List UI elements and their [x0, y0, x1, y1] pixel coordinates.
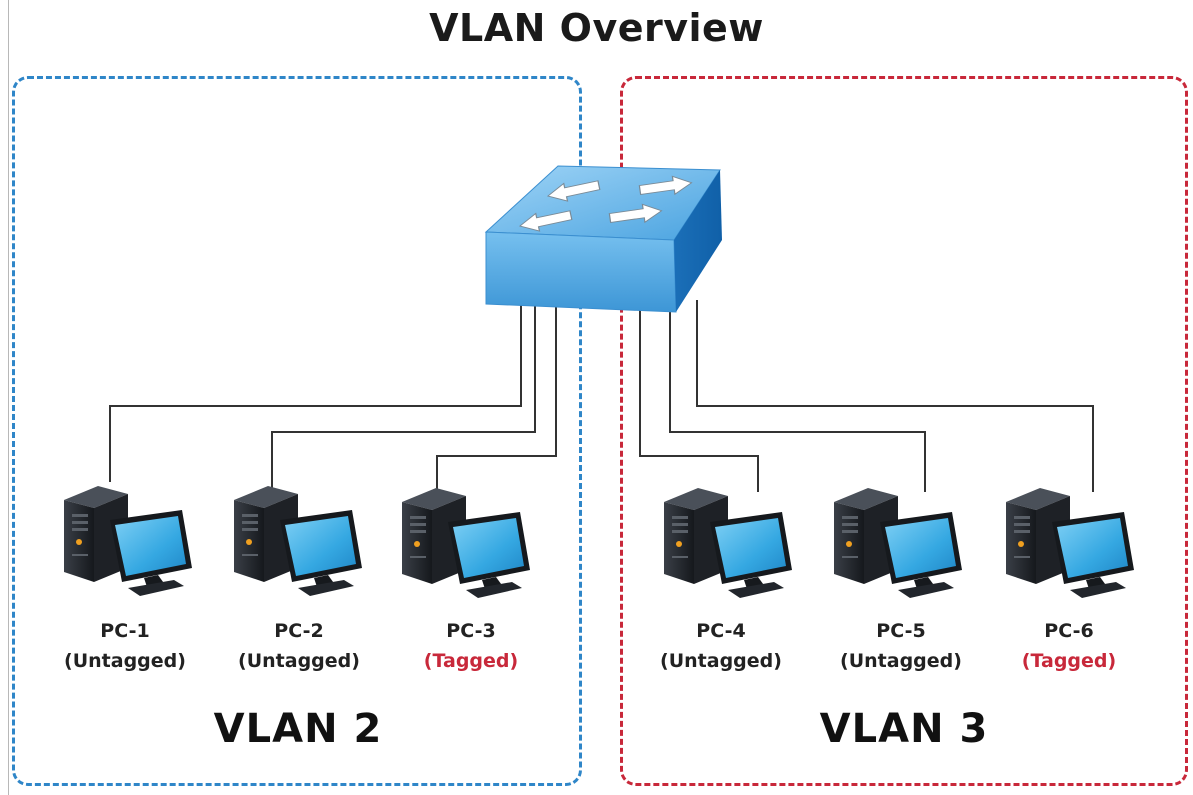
- pc-2-label: PC-2 (Untagged): [214, 616, 384, 676]
- pc-6-label: PC-6 (Tagged): [984, 616, 1154, 676]
- cable-pc-5: [669, 302, 926, 492]
- pc-3-label: PC-3 (Tagged): [386, 616, 556, 676]
- pc-1-label: PC-1 (Untagged): [40, 616, 210, 676]
- vlan-3-zone: [620, 76, 1188, 786]
- cable-pc-1: [109, 300, 522, 482]
- pc-3-computer-icon: [402, 488, 530, 598]
- pc-name: PC-6: [1044, 620, 1094, 642]
- pc-6-computer-icon: [1006, 488, 1134, 598]
- pc-mode: (Untagged): [840, 650, 962, 672]
- diagram-title: VLAN Overview: [429, 6, 764, 50]
- left-rule: [8, 0, 9, 795]
- vlan-2-zone: [12, 76, 582, 786]
- pc-5-label: PC-5 (Untagged): [816, 616, 986, 676]
- pc-mode: (Tagged): [1021, 650, 1117, 672]
- vlan-2-label: VLAN 2: [213, 706, 383, 752]
- pc-4-computer-icon: [664, 488, 792, 598]
- pc-name: PC-3: [446, 620, 496, 642]
- pc-mode: (Untagged): [660, 650, 782, 672]
- pc-name: PC-1: [100, 620, 150, 642]
- pc-1-computer-icon: [64, 486, 192, 596]
- cable-pc-3: [436, 306, 557, 492]
- network-switch: [484, 165, 722, 313]
- pc-name: PC-5: [876, 620, 926, 642]
- pc-mode: (Untagged): [238, 650, 360, 672]
- cable-pc-4: [639, 306, 759, 492]
- pc-name: PC-2: [274, 620, 324, 642]
- pc-2-computer-icon: [234, 486, 362, 596]
- pc-mode: (Tagged): [423, 650, 519, 672]
- pc-mode: (Untagged): [64, 650, 186, 672]
- vlan-3-label: VLAN 3: [819, 706, 989, 752]
- cable-group: [109, 300, 1094, 492]
- pc-5-computer-icon: [834, 488, 962, 598]
- cable-pc-2: [271, 302, 536, 488]
- pc-name: PC-4: [696, 620, 746, 642]
- pc-4-label: PC-4 (Untagged): [636, 616, 806, 676]
- cable-pc-6: [696, 300, 1094, 492]
